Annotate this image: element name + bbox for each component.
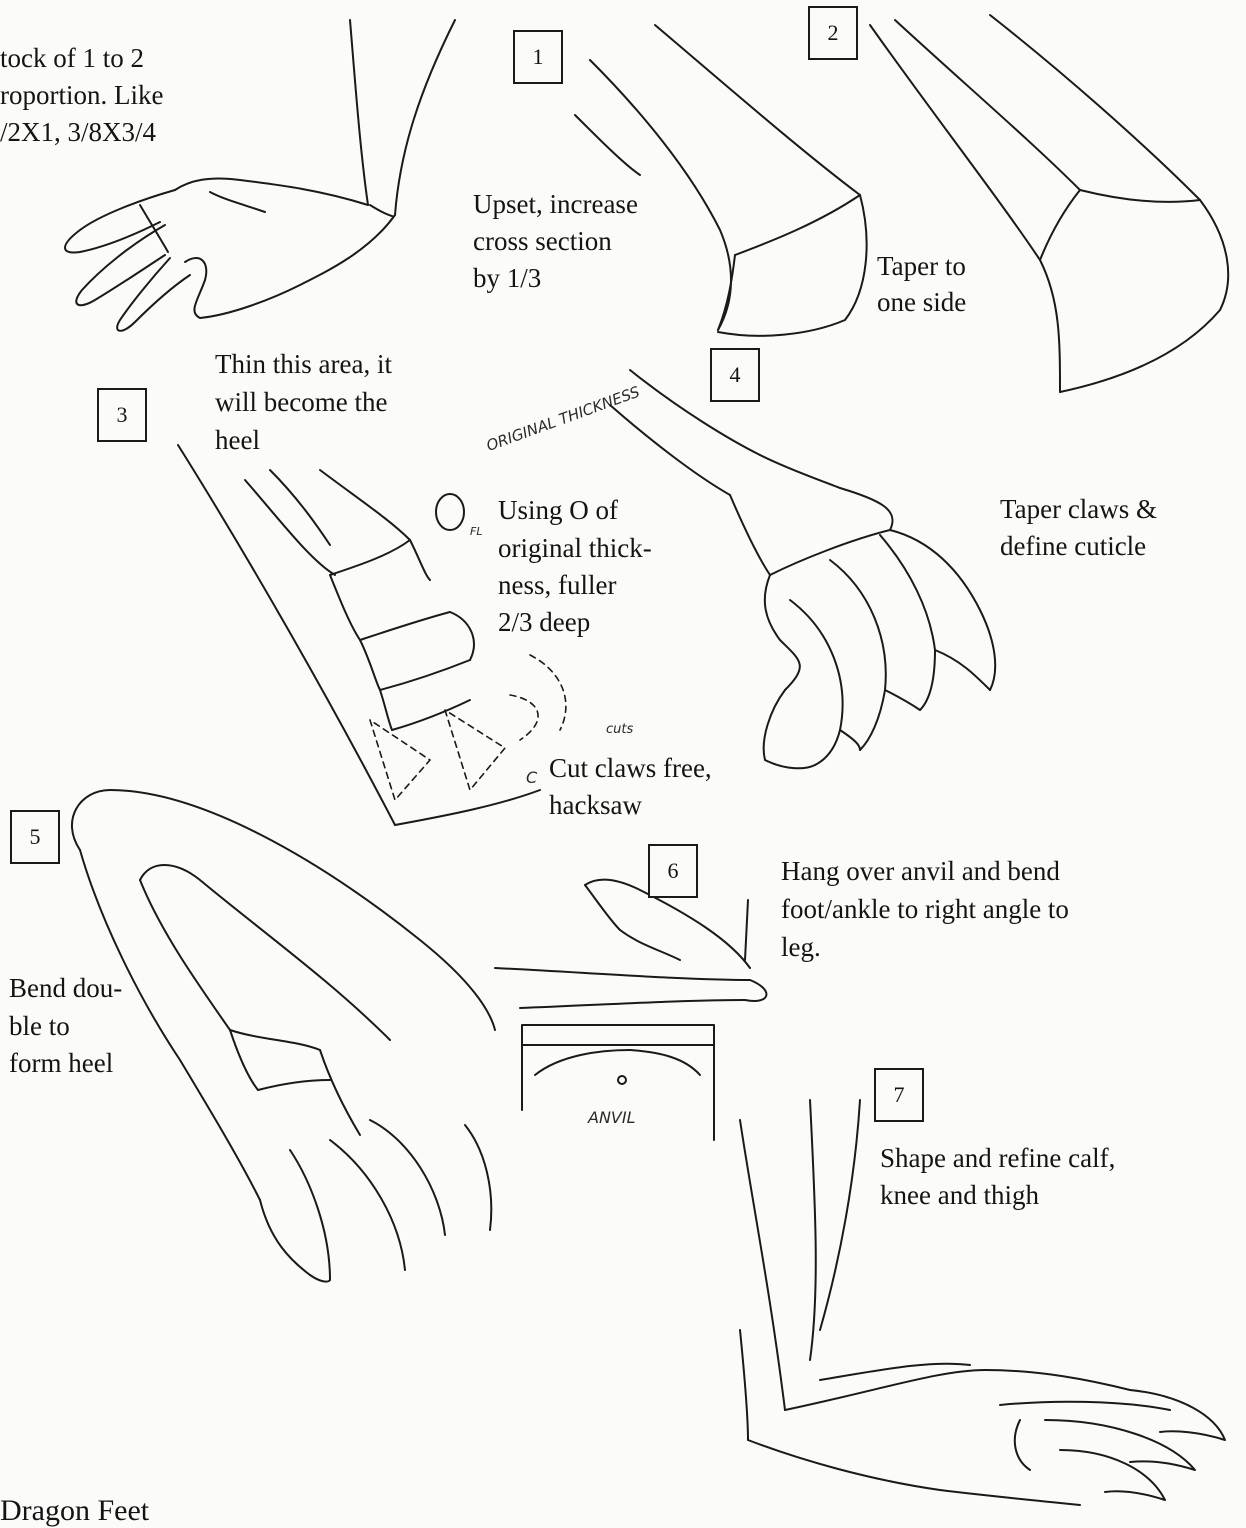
step-1-number-box: 1 (513, 30, 563, 84)
cut-note-line-2: hacksaw (549, 787, 642, 824)
step-4-text-line-2: define cuticle (1000, 528, 1146, 565)
step-6-text-line-2: foot/ankle to right angle to (781, 891, 1069, 928)
step-4-number-box: 4 (710, 348, 760, 402)
step-3-text-line-2: will become the (215, 384, 387, 421)
step-6-number-box: 6 (648, 844, 698, 898)
step-5-sketch (72, 790, 495, 1282)
fuller-note-line-1: Using O of (498, 492, 618, 529)
stock-note-line-2: roportion. Like (0, 77, 163, 114)
step-5-text-line-2: ble to (9, 1008, 70, 1045)
step-1-text-line-1: Upset, increase (473, 186, 638, 223)
fuller-note-line-2: original thick- (498, 530, 652, 567)
step-5-text-line-3: form heel (9, 1045, 113, 1082)
cut-note-line-1: Cut claws free, (549, 750, 712, 787)
step-4-text-line-1: Taper claws & (1000, 491, 1157, 528)
step-3-text-line-1: Thin this area, it (215, 346, 392, 383)
step-2-text-line-2: one side (877, 284, 966, 321)
step-2-sketch (870, 15, 1228, 392)
step-6-text-line-1: Hang over anvil and bend (781, 853, 1060, 890)
stock-note-line-1: tock of 1 to 2 (0, 40, 144, 77)
step-5-text-line-1: Bend dou- (9, 970, 122, 1007)
step-4-sketch (610, 370, 995, 768)
c-handwriting: C (526, 768, 537, 787)
fl-handwriting: FL (470, 525, 482, 538)
stock-note-line-3: /2X1, 3/8X3/4 (0, 114, 156, 151)
step-5-number-box: 5 (10, 810, 60, 864)
anvil-handwriting: ANVIL (588, 1108, 636, 1127)
step-7-number-box: 7 (874, 1068, 924, 1122)
step-2-text-line-1: Taper to (877, 248, 966, 285)
step-7-text-line-1: Shape and refine calf, (880, 1140, 1115, 1177)
cuts-handwriting: cuts (606, 722, 633, 737)
step-2-number-box: 2 (808, 6, 858, 60)
step-1-text-line-2: cross section (473, 223, 612, 260)
step-1-text-line-3: by 1/3 (473, 260, 541, 297)
fuller-note-line-3: ness, fuller (498, 567, 616, 604)
step-3-number-box: 3 (97, 388, 147, 442)
step-6-sketch (495, 880, 766, 1140)
page-title: Dragon Feet (0, 1494, 149, 1528)
step-1-sketch (575, 25, 867, 336)
step-6-text-line-3: leg. (781, 929, 821, 966)
step-3-text-line-3: heel (215, 422, 260, 459)
fuller-note-line-4: 2/3 deep (498, 604, 590, 641)
step-7-text-line-2: knee and thigh (880, 1177, 1039, 1214)
